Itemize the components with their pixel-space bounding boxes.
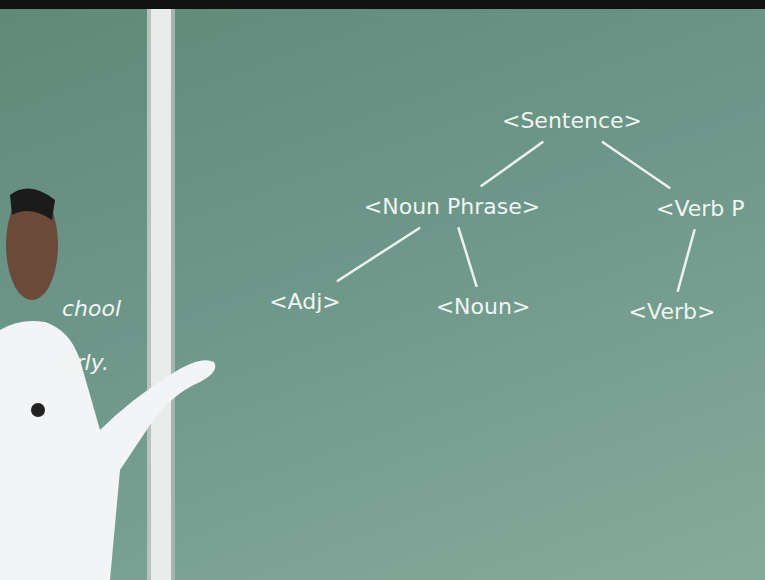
node-text: <Noun> — [436, 294, 531, 319]
node-text: <Verb> — [629, 299, 716, 324]
tree-node: <Sentence> — [496, 104, 648, 138]
top-bar — [0, 0, 765, 9]
tree-node: <Noun Phrase> — [358, 190, 546, 224]
board-note: chool — [62, 296, 121, 321]
board-divider — [147, 9, 175, 580]
lecturer-shirt — [0, 321, 215, 580]
divider-edge — [171, 9, 175, 580]
microphone — [31, 403, 45, 417]
node-text: <Sentence> — [502, 108, 642, 133]
node-text: <Noun Phrase> — [364, 194, 540, 219]
tree-branch — [459, 228, 477, 286]
tree-branch — [678, 230, 695, 291]
tree-node: <Verb P — [650, 192, 751, 226]
tree-branch — [603, 142, 669, 188]
tree-node: <Adj> — [263, 285, 347, 319]
tree-node: <Noun> — [430, 290, 537, 324]
node-text: <Adj> — [269, 289, 341, 314]
tree-branch — [482, 142, 543, 186]
divider-edge — [147, 9, 151, 580]
tree-node: <Verb> — [623, 295, 722, 329]
node-text: <Verb P — [656, 196, 745, 221]
lecturer-hair — [10, 189, 55, 220]
board-note: arly. — [62, 350, 109, 375]
tree-branch — [338, 228, 419, 281]
